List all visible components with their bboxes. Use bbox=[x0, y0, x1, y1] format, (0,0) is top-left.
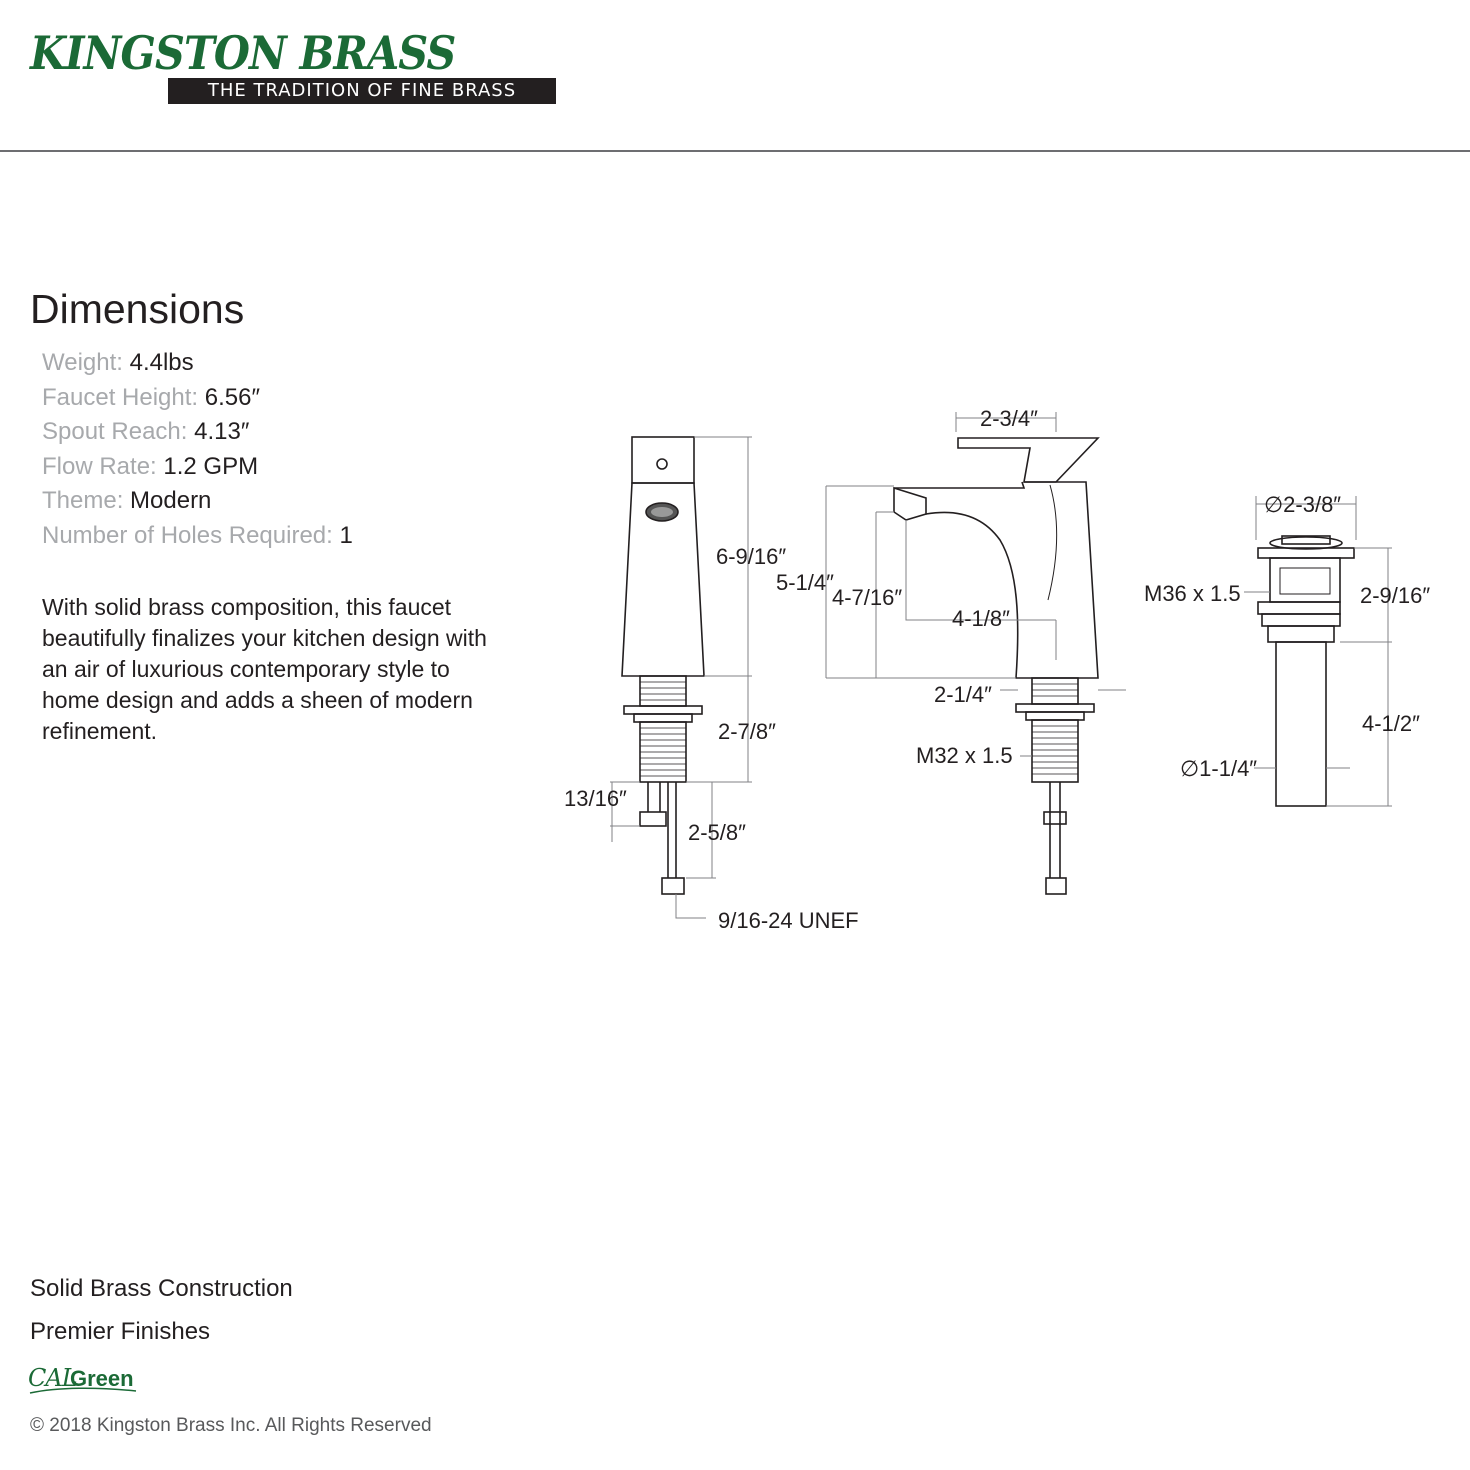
front-reach-label: 4-1/8″ bbox=[952, 606, 1010, 631]
feature-solid-brass: Solid Brass Construction bbox=[30, 1275, 293, 1302]
side-supply-label: 2-5/8″ bbox=[688, 820, 746, 845]
spec-faucet-height: Faucet Height: 6.56″ bbox=[42, 381, 353, 416]
spec-label: Weight: bbox=[42, 349, 130, 376]
front-view-faucet bbox=[893, 437, 1100, 895]
calgreen-cal-text: CAL bbox=[28, 1364, 78, 1392]
spec-list: Weight: 4.4lbs Faucet Height: 6.56″ Spou… bbox=[42, 346, 353, 553]
spec-spout-reach: Spout Reach: 4.13″ bbox=[42, 415, 353, 450]
spec-value: 1 bbox=[339, 521, 353, 549]
drain-body-label: 2-9/16″ bbox=[1360, 583, 1430, 608]
front-outlet-height-label: 4-7/16″ bbox=[832, 585, 902, 610]
brand-name: KINGSTON BRASS bbox=[30, 26, 456, 80]
page-title: Dimensions bbox=[30, 286, 245, 332]
spec-label: Spout Reach: bbox=[42, 418, 195, 445]
side-height-label: 6-9/16″ bbox=[716, 544, 786, 569]
product-description: With solid brass composition, this fauce… bbox=[42, 594, 487, 744]
spec-value: Modern bbox=[130, 487, 212, 514]
spec-value: 6.56″ bbox=[204, 383, 260, 411]
front-thread-label: M32 x 1.5 bbox=[916, 743, 1013, 768]
calgreen-swoosh-icon bbox=[29, 1387, 137, 1394]
spec-value: 4.13″ bbox=[194, 418, 250, 445]
brand-tagline: THE TRADITION OF FINE BRASS bbox=[168, 78, 556, 104]
spec-weight: Weight: 4.4lbs bbox=[42, 346, 353, 381]
drain-cap-label: ∅2-3/8″ bbox=[1264, 492, 1341, 517]
side-view-dimension-lines bbox=[610, 436, 752, 919]
spec-label: Theme: bbox=[42, 487, 131, 514]
spec-label: Number of Holes Required: bbox=[42, 521, 340, 549]
spec-label: Flow Rate: bbox=[42, 452, 164, 480]
drain-dimension-lines bbox=[1244, 496, 1392, 807]
front-spout-height-label: 5-1/4″ bbox=[776, 570, 834, 595]
calgreen-logo: CAL Green bbox=[28, 1362, 168, 1396]
calgreen-green-text: Green bbox=[70, 1366, 134, 1391]
spec-value: 1.2 GPM bbox=[163, 452, 259, 480]
drain-tail-diameter-label: ∅1-1/4″ bbox=[1180, 756, 1257, 781]
side-shank-label: 2-7/8″ bbox=[718, 719, 776, 744]
brand-logo: KINGSTON BRASS THE TRADITION OF FINE BRA… bbox=[30, 26, 570, 108]
spec-label: Faucet Height: bbox=[42, 383, 205, 411]
drain-thread-label: M36 x 1.5 bbox=[1144, 581, 1241, 606]
drain-assembly bbox=[1257, 535, 1355, 807]
copyright-notice: © 2018 Kingston Brass Inc. All Rights Re… bbox=[30, 1415, 432, 1436]
side-nut-label: 13/16″ bbox=[564, 786, 627, 811]
drain-tail-label: 4-1/2″ bbox=[1362, 711, 1420, 736]
side-thread-label: 9/16-24 UNEF bbox=[718, 908, 859, 933]
spec-flow-rate: Flow Rate: 1.2 GPM bbox=[42, 450, 353, 485]
front-handle-label: 2-3/4″ bbox=[980, 406, 1038, 431]
spec-value: 4.4lbs bbox=[129, 349, 194, 376]
spec-theme: Theme: Modern bbox=[42, 484, 353, 519]
front-base-label: 2-1/4″ bbox=[934, 682, 992, 707]
header-divider bbox=[0, 150, 1470, 152]
front-view-dimension-lines bbox=[825, 412, 1126, 757]
feature-premier-finishes: Premier Finishes bbox=[30, 1318, 211, 1345]
spec-holes: Number of Holes Required: 1 bbox=[42, 519, 353, 554]
